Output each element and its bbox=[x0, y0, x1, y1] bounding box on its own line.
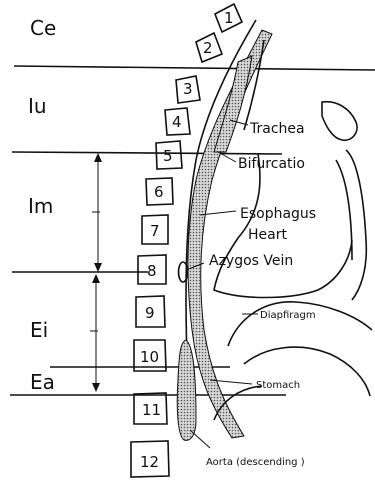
divider-iu-im bbox=[12, 152, 282, 154]
im-extent-arrow bbox=[92, 153, 102, 272]
diaphragm-curve bbox=[228, 302, 372, 346]
vertebra-4-number: 4 bbox=[172, 113, 182, 131]
ei-extent-arrow bbox=[90, 274, 100, 392]
region-label-iu: Iu bbox=[28, 94, 47, 118]
label-bifurcation: Bifurcatio bbox=[238, 156, 305, 172]
vertebra-6-number: 6 bbox=[154, 183, 164, 201]
aorta-shape bbox=[177, 340, 196, 440]
leader-aorta bbox=[190, 430, 210, 448]
heart-outline bbox=[214, 154, 352, 298]
vertebra-9-number: 9 bbox=[145, 304, 155, 322]
vertebra-8-number: 8 bbox=[147, 262, 157, 280]
label-diaphragm: Diapfiragm bbox=[260, 310, 316, 321]
divider-ce-iu bbox=[14, 66, 375, 70]
vertebra-7-number: 7 bbox=[150, 222, 160, 240]
label-esophagus: Esophagus bbox=[240, 206, 316, 222]
region-label-ce: Ce bbox=[30, 16, 56, 40]
trachea-shape bbox=[214, 56, 252, 152]
sternum-inner bbox=[336, 160, 352, 260]
label-stomach: Stomach bbox=[256, 380, 300, 391]
sternum-upper bbox=[322, 102, 357, 141]
vertebra-5-number: 5 bbox=[163, 147, 173, 165]
region-label-im: Im bbox=[28, 194, 53, 218]
vertebra-12-number: 12 bbox=[140, 453, 159, 471]
label-heart: Heart bbox=[248, 227, 287, 243]
vertebra-11-number: 11 bbox=[142, 401, 161, 419]
region-label-ei: Ei bbox=[30, 318, 48, 342]
label-azygos-vein: Azygos Vein bbox=[209, 253, 293, 269]
label-trachea: Trachea bbox=[249, 121, 305, 137]
vertebra-10-number: 10 bbox=[140, 348, 159, 366]
vertebra-2-number: 2 bbox=[203, 39, 213, 57]
sternum-body bbox=[346, 150, 366, 300]
vertebra-1-number: 1 bbox=[224, 9, 234, 27]
label-aorta-descending: Aorta (descending ) bbox=[206, 457, 305, 468]
vertebra-3-number: 3 bbox=[183, 80, 193, 98]
region-label-ea: Ea bbox=[30, 370, 55, 394]
